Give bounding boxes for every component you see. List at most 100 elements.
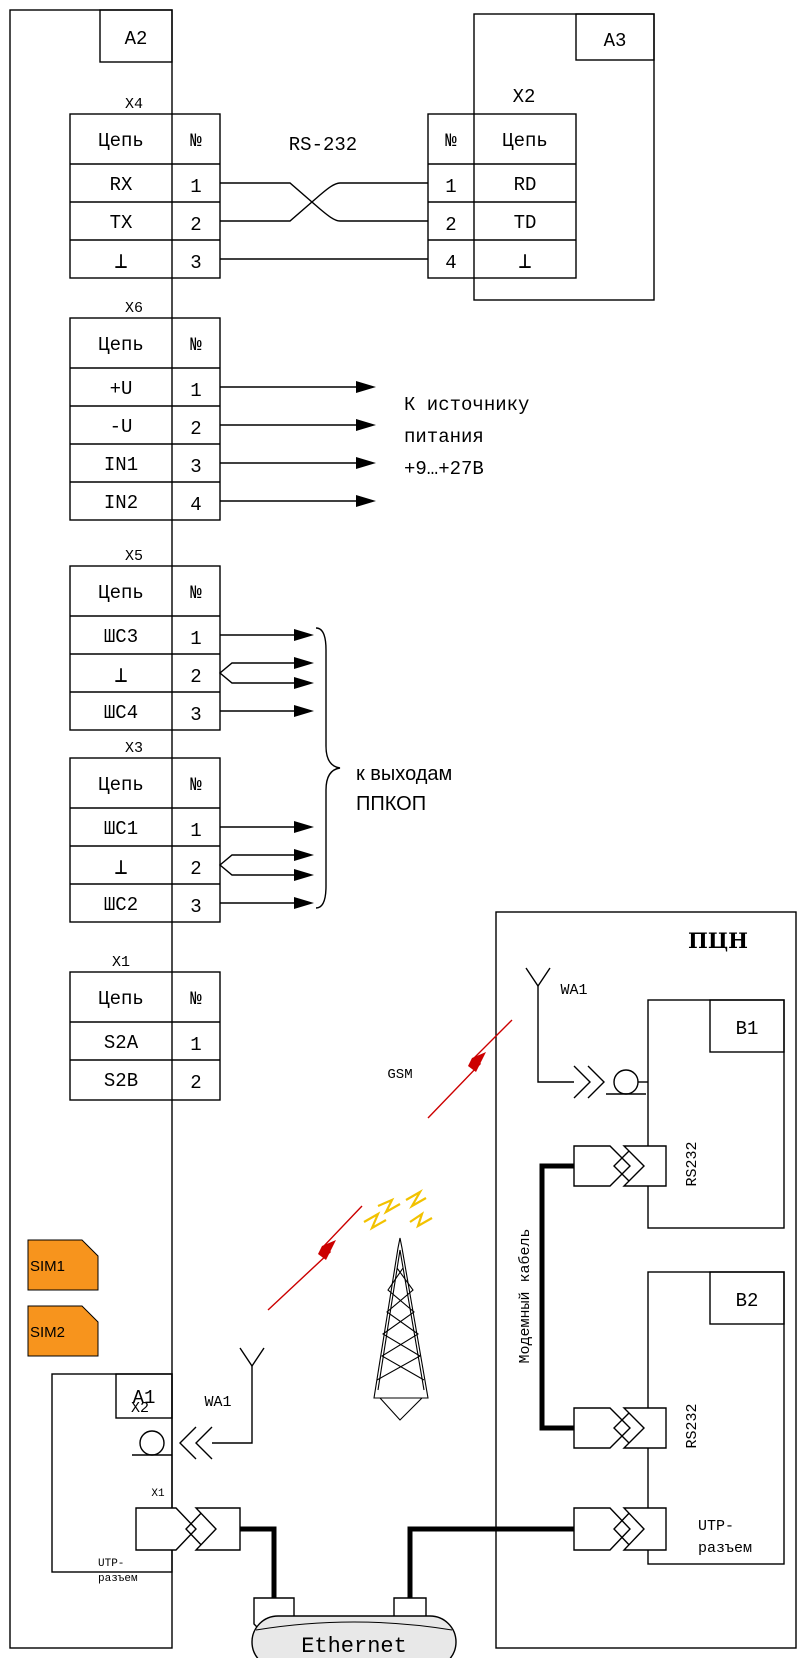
gsm-label: GSM xyxy=(387,1067,412,1083)
sim1-label: SIM1 xyxy=(30,1258,65,1275)
b1-port-label: RS232 xyxy=(684,1141,701,1186)
a3-label: A3 xyxy=(604,30,627,52)
b2-port-label: RS232 xyxy=(684,1403,701,1448)
rs232-crossed-wires xyxy=(220,182,428,260)
x5-row-2-num: 2 xyxy=(190,666,201,688)
x5-row-2-circuit: ⊥ xyxy=(114,664,127,689)
x3-row-3-circuit: ШС2 xyxy=(104,894,138,916)
x4-connector-table xyxy=(69,113,221,279)
a2-label-box xyxy=(99,9,173,63)
a1-label-box xyxy=(115,1373,173,1419)
a2-label: A2 xyxy=(125,28,148,50)
a3-label-box xyxy=(575,13,655,61)
gsm-tower-spark xyxy=(363,1189,433,1231)
x5-row-1-circuit: ШС3 xyxy=(104,626,138,648)
a3-x2-header-num: № xyxy=(445,130,457,152)
x6-row-1-circuit: +U xyxy=(110,378,133,400)
x6-row-2-circuit: -U xyxy=(110,416,133,438)
a2-wa1-label: WA1 xyxy=(204,1394,231,1411)
ppkop-note-line-1: к выходам xyxy=(356,763,452,785)
x1-header-circuit: Цепь xyxy=(98,988,144,1010)
b1-label: B1 xyxy=(736,1018,759,1040)
x6-row-4-circuit: IN2 xyxy=(104,492,138,514)
b1-outline xyxy=(647,999,785,1229)
x1-connector-table xyxy=(69,971,221,1101)
x3-connector-table xyxy=(69,757,221,923)
x6-row-3-circuit: IN1 xyxy=(104,454,138,476)
power-note-line-1: К источнику xyxy=(404,394,529,416)
power-note-line-3: +9…+27В xyxy=(404,458,484,480)
x3-row-2-circuit: ⊥ xyxy=(114,856,127,881)
x2-antenna-connector xyxy=(132,1347,265,1460)
x1-row-1-circuit: S2A xyxy=(104,1032,139,1054)
x1-label: X1 xyxy=(112,954,130,971)
ppkop-brace xyxy=(315,627,341,909)
b1-antenna xyxy=(525,967,648,1099)
x6-label: X6 xyxy=(125,300,143,317)
a1-utp-label-1: UTP- xyxy=(98,1558,124,1570)
power-note-line-2: питания xyxy=(404,426,484,448)
x4-header-circuit: Цепь xyxy=(98,130,144,152)
b2-rs232-connector xyxy=(573,1407,667,1449)
x3-header-circuit: Цепь xyxy=(98,774,144,796)
a1-utp-connector xyxy=(135,1507,241,1551)
b1-label-box xyxy=(709,999,785,1053)
a1-utp-label-2: разъем xyxy=(98,1573,138,1585)
x5-wires xyxy=(218,634,306,712)
x4-row-2-circuit: TX xyxy=(110,212,133,234)
signal-arrowheads xyxy=(294,629,314,909)
x6-header-num: № xyxy=(190,334,202,356)
b1-rs232-connector xyxy=(573,1145,667,1187)
x5-connector-table xyxy=(69,565,221,731)
a1-x1-label: X1 xyxy=(151,1488,165,1500)
pcn-utp-label-2: разъем xyxy=(698,1540,752,1557)
a1-outline xyxy=(51,1373,173,1573)
pcn-wa1-label: WA1 xyxy=(560,982,587,999)
a3-x2-row-1-num: 1 xyxy=(445,176,456,198)
pcn-ethernet-cable xyxy=(407,1526,574,1598)
x5-row-3-circuit: ШС4 xyxy=(104,702,138,724)
x3-row-1-num: 1 xyxy=(190,820,201,842)
pcn-title: ПЦН xyxy=(688,928,748,953)
a1-ethernet-cable xyxy=(240,1526,277,1598)
a3-x2-row-3-num: 4 xyxy=(445,252,456,274)
modem-cable-label: Модемный кабель xyxy=(517,1228,534,1363)
sim1-card xyxy=(27,1239,99,1291)
x4-row-2-num: 2 xyxy=(190,214,201,236)
lightning-flash xyxy=(318,1052,486,1260)
x6-row-1-num: 1 xyxy=(190,380,201,402)
x6-header-circuit: Цепь xyxy=(98,334,144,356)
pcn-outline xyxy=(495,911,797,1649)
x3-label: X3 xyxy=(125,740,143,757)
ethernet-cloud xyxy=(251,1615,457,1658)
ethernet-label: Ethernet xyxy=(301,1634,407,1658)
a3-x2-row-3-circuit: ⊥ xyxy=(518,250,531,275)
ppkop-note-line-2: ППКОП xyxy=(356,793,426,815)
x4-row-3-circuit: ⊥ xyxy=(114,250,127,275)
x6-row-3-num: 3 xyxy=(190,456,201,478)
x3-header-num: № xyxy=(190,774,202,796)
x1-row-2-circuit: S2B xyxy=(104,1070,138,1092)
x3-wires xyxy=(218,826,306,904)
x4-label: X4 xyxy=(125,96,143,113)
rs232-link-label: RS-232 xyxy=(289,134,357,156)
b2-label: B2 xyxy=(736,1290,759,1312)
a3-x2-label: X2 xyxy=(513,86,536,108)
x5-row-1-num: 1 xyxy=(190,628,201,650)
x6-row-4-num: 4 xyxy=(190,494,201,516)
x5-row-3-num: 3 xyxy=(190,704,201,726)
x5-header-circuit: Цепь xyxy=(98,582,144,604)
x3-row-1-circuit: ШС1 xyxy=(104,818,138,840)
b2-label-box xyxy=(709,1271,785,1325)
pcn-utp-label-1: UTP- xyxy=(698,1518,734,1535)
x4-row-1-circuit: RX xyxy=(110,174,133,196)
power-arrowheads xyxy=(356,381,376,507)
x1-header-num: № xyxy=(190,988,202,1010)
sim2-card xyxy=(27,1305,99,1357)
b2-utp-connector xyxy=(573,1507,667,1551)
x5-header-num: № xyxy=(190,582,202,604)
x3-row-2-num: 2 xyxy=(190,858,201,880)
gsm-tower xyxy=(373,1237,429,1421)
x6-row-2-num: 2 xyxy=(190,418,201,440)
